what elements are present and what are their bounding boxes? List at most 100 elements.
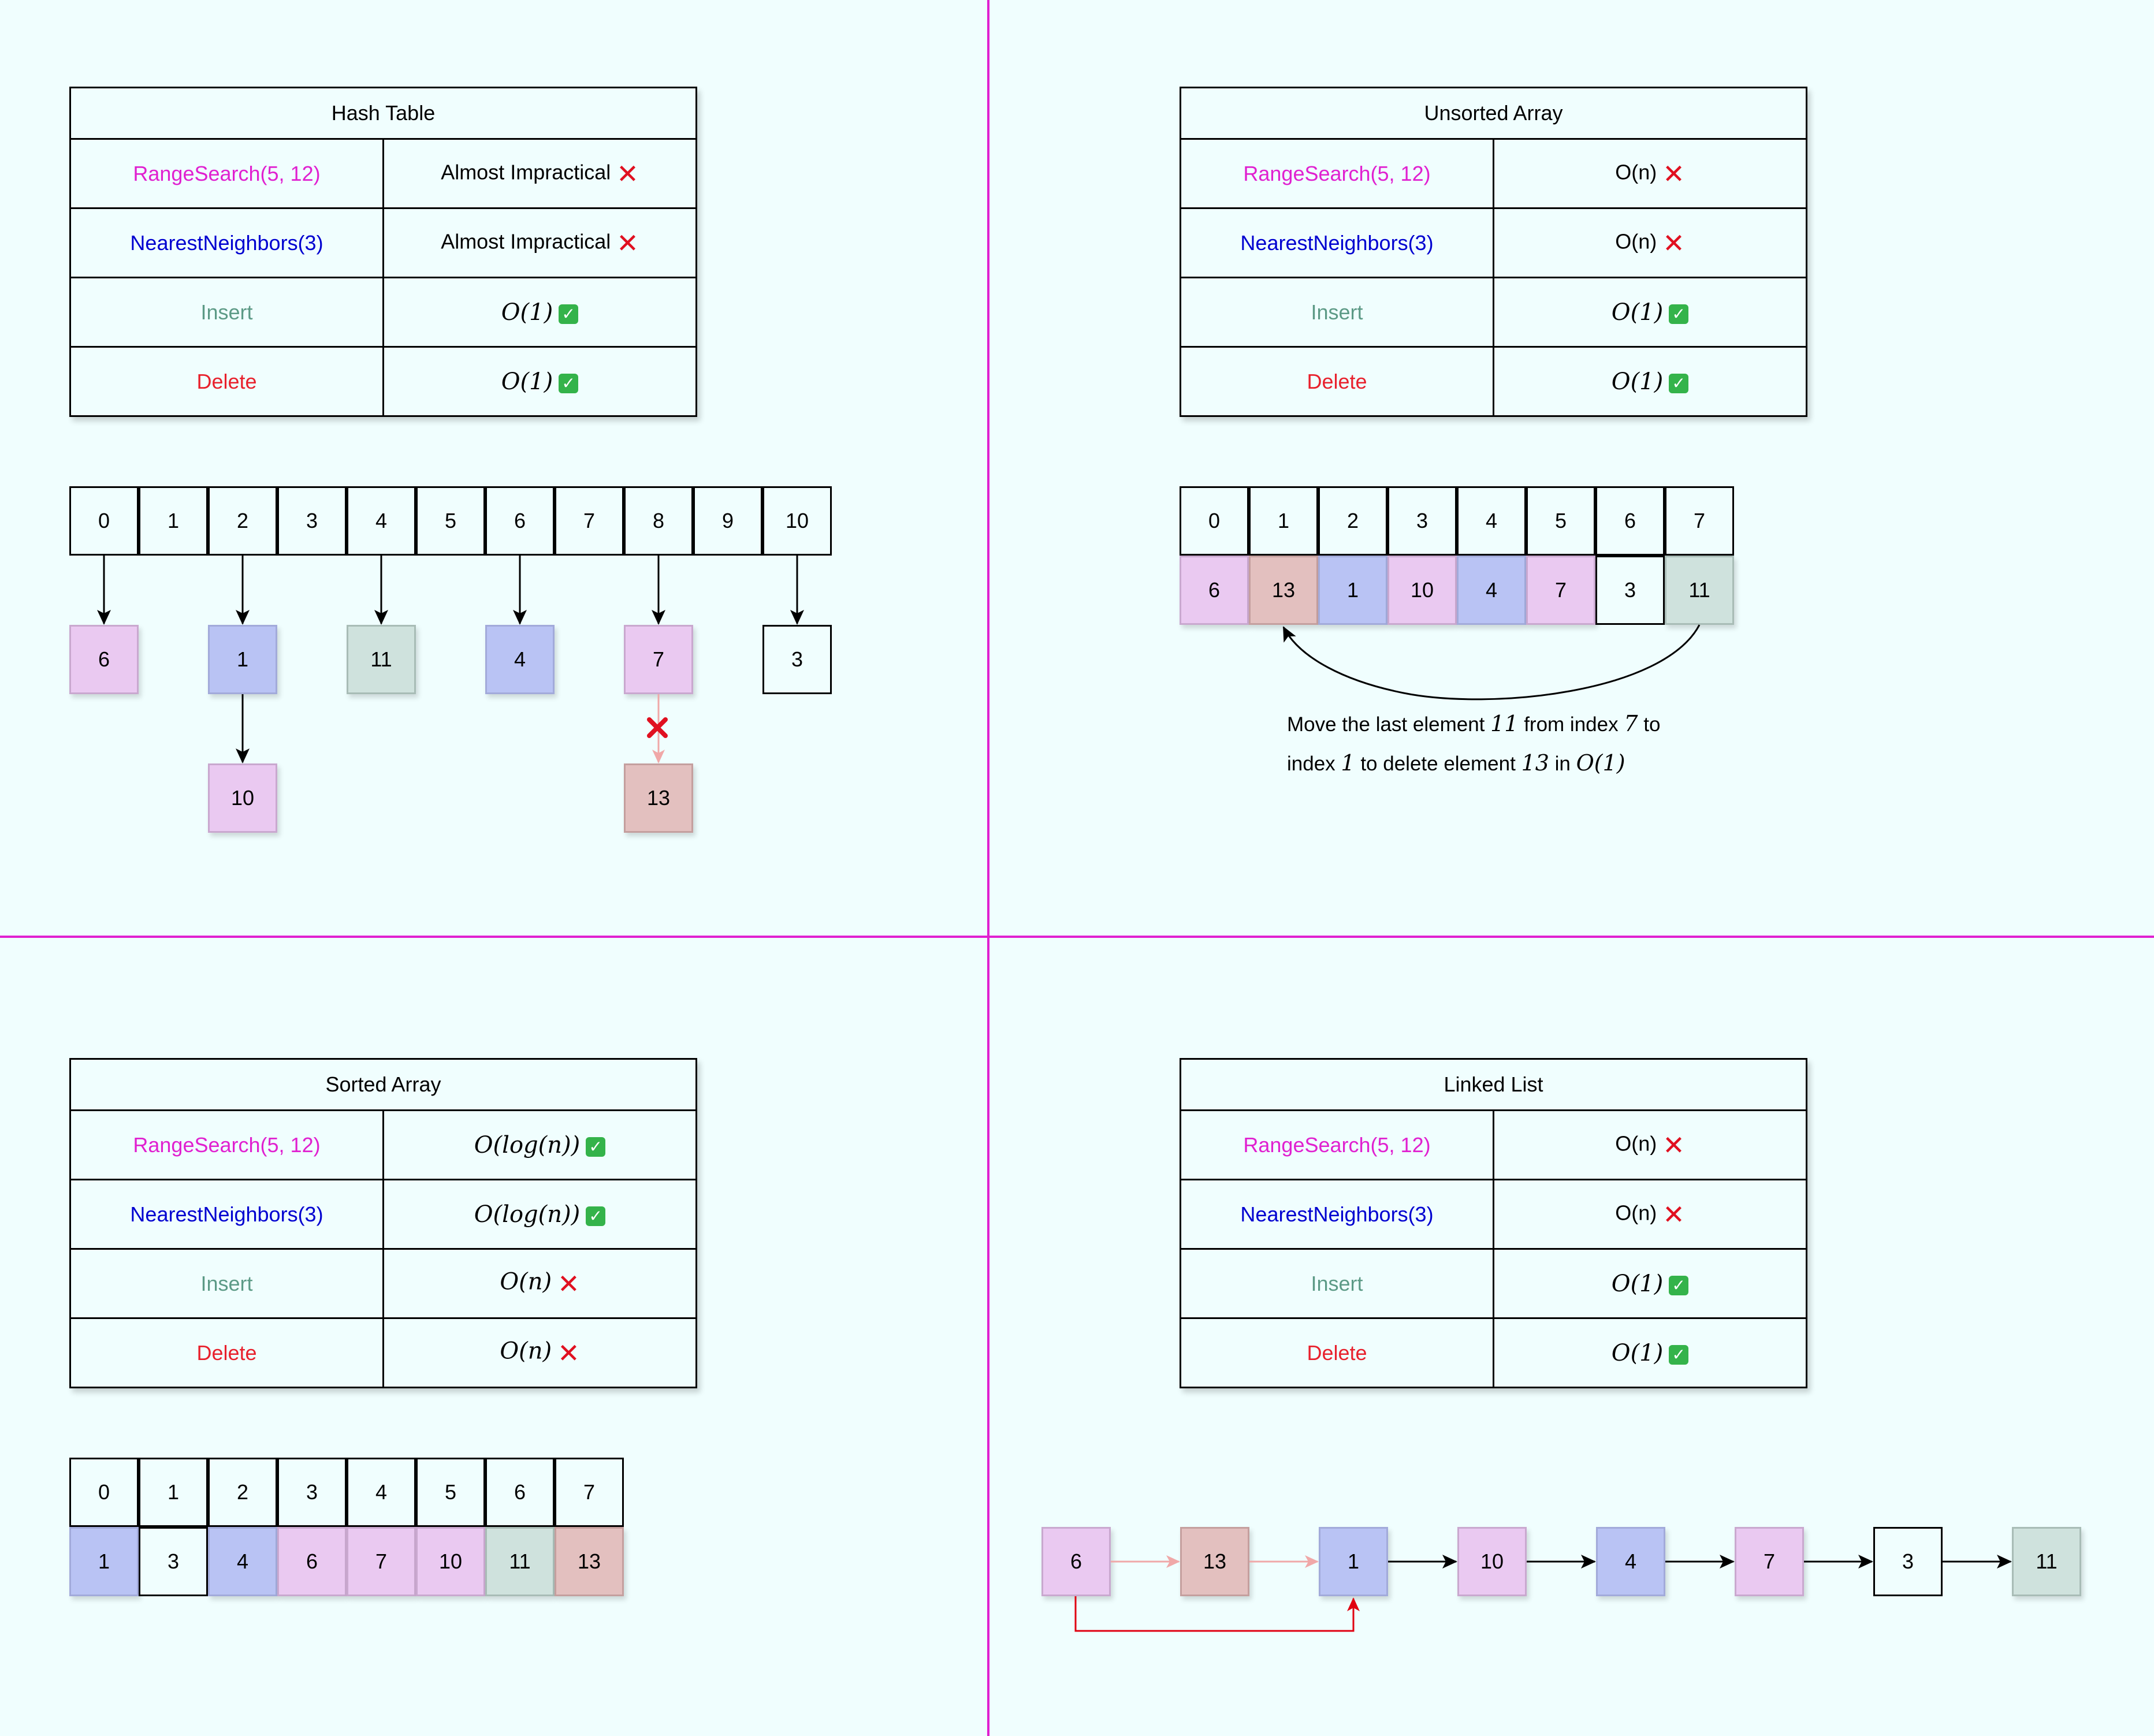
op-nearest-neighbors: NearestNeighbors(3) <box>1180 1179 1494 1250</box>
op-range-search: RangeSearch(5, 12) <box>1180 1109 1494 1180</box>
cost-text: O(n) <box>1615 1131 1657 1156</box>
check-icon: ✓ <box>559 373 579 393</box>
array-value: 13 <box>1249 556 1318 625</box>
cost-cell: O(1)✓ <box>1492 346 1808 417</box>
cost-text: O(n) <box>1615 160 1657 184</box>
array-index: 2 <box>208 1458 277 1527</box>
cost-cell: O(log(n))✓ <box>382 1109 697 1180</box>
list-node: 6 <box>1041 1527 1111 1596</box>
op-delete: Delete <box>69 1317 384 1388</box>
bypass-arrow <box>1074 1596 1360 1632</box>
array-value: 1 <box>1318 556 1387 625</box>
array-index: 0 <box>69 1458 139 1527</box>
list-node: 4 <box>1596 1527 1665 1596</box>
bucket-index: 6 <box>485 486 555 556</box>
cross-icon: ✕ <box>557 1337 580 1369</box>
op-insert: Insert <box>1180 1248 1494 1319</box>
hash-entry: 1 <box>208 625 277 694</box>
hash-table-complexity-table: Hash Table RangeSearch(5, 12) Almost Imp… <box>69 87 697 417</box>
note-text: to <box>1638 713 1661 736</box>
array-index: 3 <box>1387 486 1457 556</box>
op-insert: Insert <box>1180 277 1494 348</box>
hash-entry: 7 <box>624 625 693 694</box>
table-title: Unsorted Array <box>1179 87 1808 140</box>
op-insert: Insert <box>69 277 384 348</box>
cost-text: O(n) <box>500 1338 552 1365</box>
array-value: 13 <box>555 1527 624 1596</box>
table-title: Hash Table <box>69 87 697 140</box>
note-text: Move the last element <box>1287 713 1491 736</box>
array-value: 4 <box>208 1527 277 1596</box>
array-index: 5 <box>416 1458 485 1527</box>
op-delete: Delete <box>69 346 384 417</box>
cost-cell: O(n)✕ <box>1492 1179 1808 1250</box>
bucket-index: 2 <box>208 486 277 556</box>
cross-icon <box>647 717 668 738</box>
cost-text: O(1) <box>501 299 553 326</box>
check-icon: ✓ <box>586 1137 606 1157</box>
cost-cell: Almost Impractical✕ <box>382 207 697 278</box>
cost-text: O(1) <box>501 368 553 395</box>
hash-entry: 3 <box>762 625 832 694</box>
hash-entry: 11 <box>347 625 416 694</box>
cost-text: O(log(n)) <box>474 1201 581 1228</box>
array-index: 4 <box>1457 486 1526 556</box>
hash-entry-chained: 10 <box>208 763 277 833</box>
note-math: O(1) <box>1576 750 1625 776</box>
cost-cell: O(1)✓ <box>1492 1317 1808 1388</box>
cost-cell: O(n)✕ <box>1492 207 1808 278</box>
op-nearest-neighbors: NearestNeighbors(3) <box>69 207 384 278</box>
op-delete: Delete <box>1180 346 1494 417</box>
array-index: 4 <box>347 1458 416 1527</box>
cost-cell: O(1)✓ <box>1492 277 1808 348</box>
cross-icon: ✕ <box>616 158 639 189</box>
cost-cell: O(n)✕ <box>1492 1109 1808 1180</box>
cost-cell: O(1)✓ <box>1492 1248 1808 1319</box>
unsorted-array-complexity-table: Unsorted Array RangeSearch(5, 12) O(n)✕ … <box>1179 87 1808 417</box>
horizontal-divider <box>0 936 2154 938</box>
cross-icon: ✕ <box>1662 1129 1685 1161</box>
check-icon: ✓ <box>1669 304 1689 324</box>
op-delete: Delete <box>1180 1317 1494 1388</box>
cost-text: O(n) <box>1615 229 1657 254</box>
array-index: 5 <box>1526 486 1595 556</box>
array-index: 7 <box>555 1458 624 1527</box>
array-value: 3 <box>1595 556 1665 625</box>
note-math: 7 <box>1624 711 1638 736</box>
bucket-index: 9 <box>693 486 762 556</box>
table-title: Linked List <box>1179 1058 1808 1111</box>
note-line-1: Move the last element 11 from index 7 to <box>1287 705 1726 744</box>
note-math: 13 <box>1521 750 1549 776</box>
check-icon: ✓ <box>1669 1344 1689 1365</box>
array-index: 2 <box>1318 486 1387 556</box>
bucket-index: 7 <box>555 486 624 556</box>
bucket-index: 10 <box>762 486 832 556</box>
array-value: 11 <box>485 1527 555 1596</box>
array-value: 6 <box>277 1527 347 1596</box>
check-icon: ✓ <box>559 304 579 324</box>
check-icon: ✓ <box>1669 1275 1689 1295</box>
cost-text: Almost Impractical <box>441 160 611 184</box>
list-node: 3 <box>1873 1527 1943 1596</box>
note-text: index <box>1287 752 1341 775</box>
bucket-index: 5 <box>416 486 485 556</box>
move-arrow <box>1282 624 1701 701</box>
array-index: 0 <box>1180 486 1249 556</box>
delete-explanation-note: Move the last element 11 from index 7 to… <box>1287 705 1726 783</box>
list-node: 1 <box>1319 1527 1388 1596</box>
vertical-divider <box>987 0 989 1736</box>
cost-cell: O(1) ✓ <box>382 346 697 417</box>
op-insert: Insert <box>69 1248 384 1319</box>
bucket-index: 4 <box>347 486 416 556</box>
cross-icon: ✕ <box>616 227 639 259</box>
hash-entry-chained-deleted: 13 <box>624 763 693 833</box>
cross-icon: ✕ <box>1662 1198 1685 1230</box>
array-value: 1 <box>69 1527 139 1596</box>
list-node: 11 <box>2012 1527 2081 1596</box>
op-range-search: RangeSearch(5, 12) <box>69 1109 384 1180</box>
cost-text: O(1) <box>1611 368 1664 395</box>
cost-text: Almost Impractical <box>441 229 611 254</box>
hash-entry: 4 <box>485 625 555 694</box>
cost-text: O(1) <box>1611 299 1664 326</box>
array-value: 7 <box>347 1527 416 1596</box>
